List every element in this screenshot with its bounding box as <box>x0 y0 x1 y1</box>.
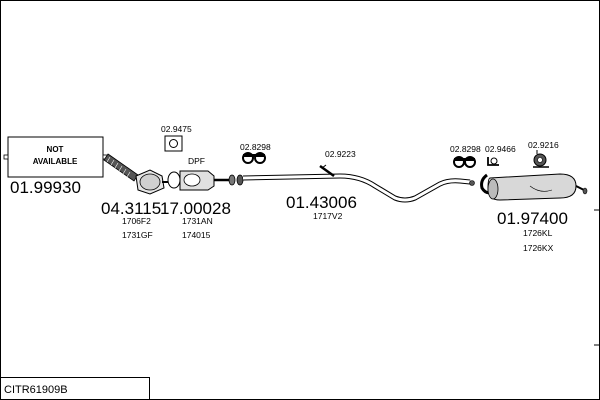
rubber-mount-icon <box>533 150 549 168</box>
accessory-code: 02.9475 <box>161 124 192 134</box>
part-code: 1717V2 <box>313 211 343 221</box>
part-number: 17.00028 <box>160 199 231 218</box>
part-code: 1726KX <box>523 243 554 253</box>
accessory-code: 02.8298 <box>450 144 481 154</box>
accessory-code: 02.9216 <box>528 140 559 150</box>
model-code-box: CITR61909B <box>0 377 150 400</box>
accessory-code: 02.9466 <box>485 144 516 154</box>
not-available-line1: NOT <box>47 145 64 154</box>
catalyst-icon <box>135 169 170 195</box>
middle-pipe-icon <box>236 173 475 203</box>
part-code: 1726KL <box>523 228 553 238</box>
bracket-icon <box>319 164 335 178</box>
clamp-icon <box>242 152 266 164</box>
part-number: 01.43006 <box>286 193 357 212</box>
not-available-line2: AVAILABLE <box>33 157 78 166</box>
not-available-part: NOT AVAILABLE 01.99930 <box>3 136 108 197</box>
part-code: 1731GF <box>122 230 153 240</box>
rear-silencer-icon <box>480 173 588 201</box>
accessory-clamp: 02.8298 <box>450 144 481 168</box>
accessory-bracket: 02.9223 <box>319 149 356 178</box>
accessory-code: 02.9223 <box>325 149 356 159</box>
middle-pipe-part: 01.43006 1717V2 <box>236 173 475 221</box>
accessory-clamp: 02.8298 <box>240 142 271 164</box>
dpf-label: DPF <box>188 156 205 166</box>
accessory-gasket: 02.9475 <box>161 124 192 152</box>
flex-pipe-icon <box>103 153 139 182</box>
not-available-box <box>7 136 104 178</box>
accessory-code: 02.8298 <box>240 142 271 152</box>
dpf-part: DPF 17.00028 1731AN 174015 <box>160 156 236 240</box>
part-code: 1706F2 <box>122 216 151 226</box>
accessory-rubber-mount: 02.9216 <box>528 140 559 168</box>
dpf-icon <box>167 170 236 191</box>
hanger-icon <box>487 157 499 166</box>
model-code: CITR61909B <box>4 384 68 396</box>
catalyst-part: 04.3115 1706F2 1731GF <box>101 153 170 240</box>
part-code: 174015 <box>182 230 211 240</box>
rear-silencer-part: 01.97400 1726KL 1726KX <box>480 173 588 253</box>
part-code: 1731AN <box>182 216 213 226</box>
connector-square-left <box>3 154 9 160</box>
part-number: 04.3115 <box>101 199 161 218</box>
accessory-hanger: 02.9466 <box>485 144 516 166</box>
gasket-icon <box>164 135 183 152</box>
part-number: 01.99930 <box>10 178 81 197</box>
part-number: 01.97400 <box>497 209 568 228</box>
clamp-icon <box>453 156 476 168</box>
